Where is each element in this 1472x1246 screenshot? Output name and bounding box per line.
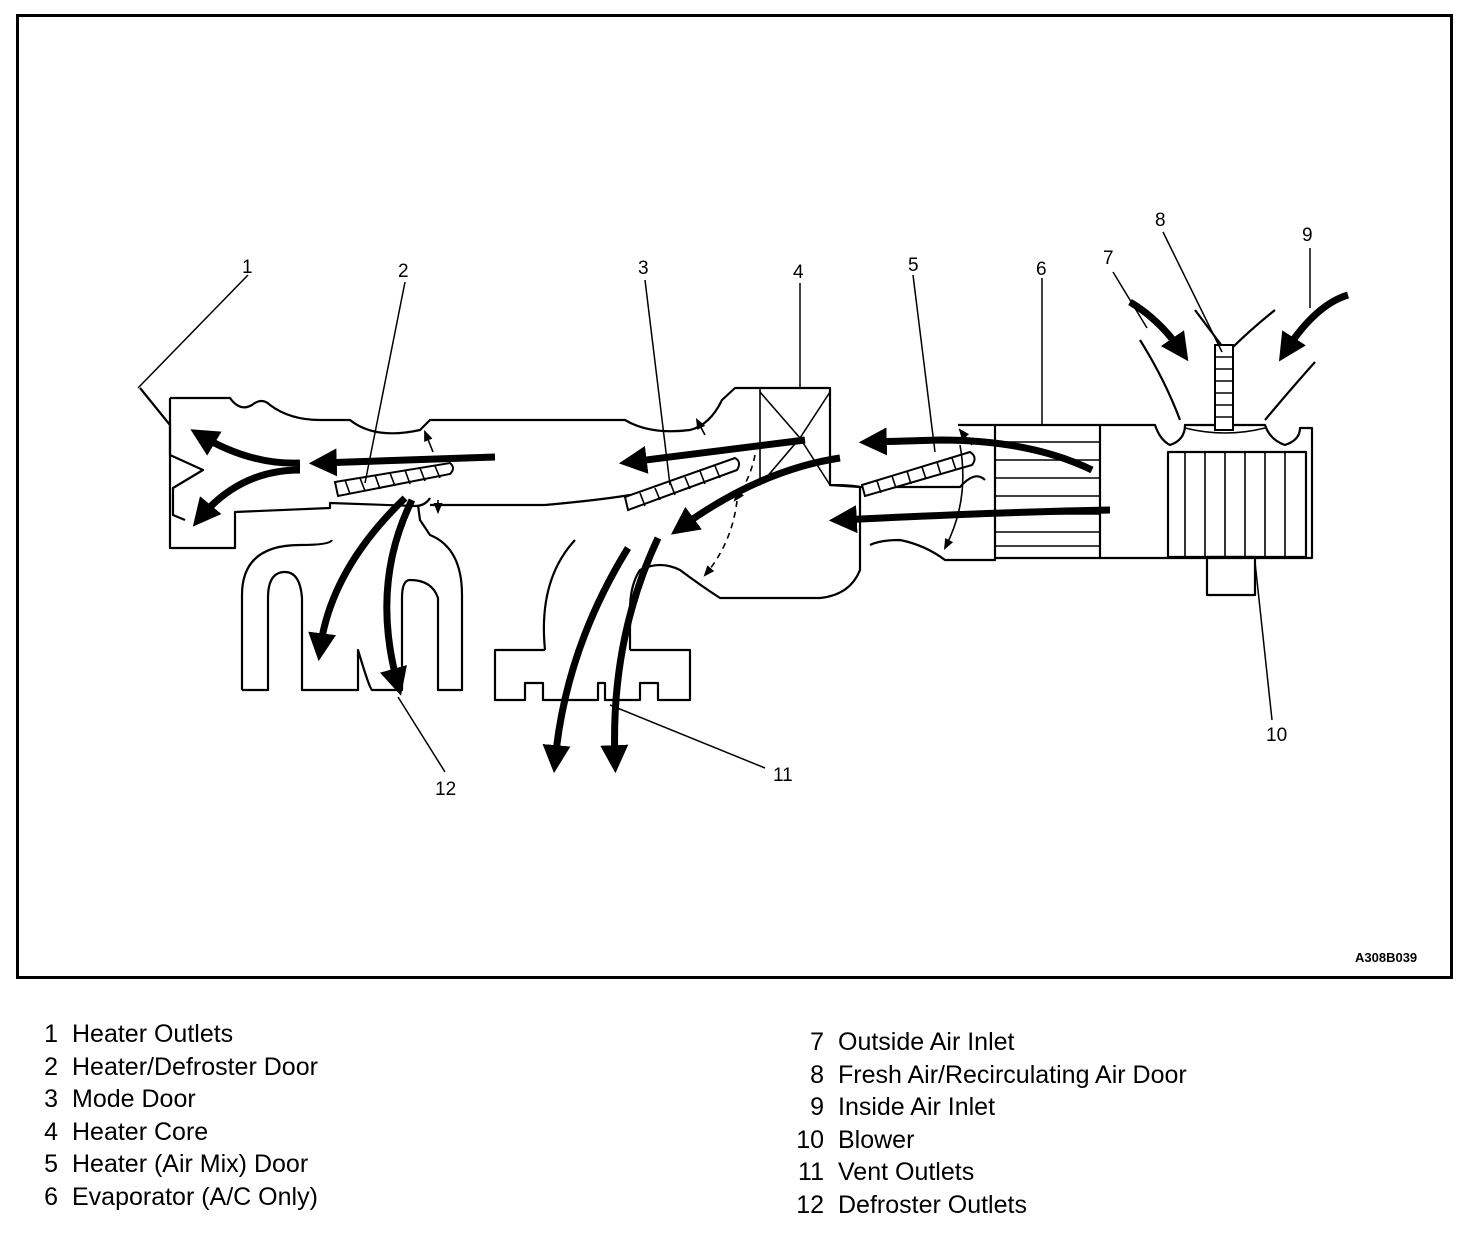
legend-item: 4 Heater Core (18, 1116, 318, 1149)
legend-number: 11 (798, 1158, 824, 1187)
hvac-airflow-diagram: 1 2 3 4 5 6 7 8 9 10 11 12 A308B039 (137, 210, 1417, 965)
legend-label: Evaporator (A/C Only) (72, 1182, 318, 1211)
legend-number: 12 (796, 1190, 824, 1219)
legend-label: Defroster Outlets (838, 1190, 1027, 1219)
legend-item: 5 Heater (Air Mix) Door (18, 1148, 318, 1181)
legend-label: Heater Outlets (72, 1020, 234, 1048)
legend-label: Heater (Air Mix) Door (72, 1150, 309, 1179)
callout-10: 10 (1266, 725, 1287, 746)
legend-item: 8 Fresh Air/Recirculating Air Door (770, 1059, 1187, 1092)
legend-number: 6 (44, 1182, 58, 1211)
legend-item: 6 Evaporator (A/C Only) (18, 1181, 318, 1214)
callout-11: 11 (773, 765, 793, 786)
legend-item: 11 Vent Outlets (770, 1156, 1187, 1189)
callout-1: 1 (242, 257, 253, 278)
legend-label: Vent Outlets (838, 1158, 975, 1187)
legend-number: 8 (810, 1060, 824, 1089)
hvac-case-outline (139, 309, 1316, 650)
fresh-recirc-door (1214, 344, 1234, 431)
leader-lines (137, 231, 1311, 773)
figure-code: A308B039 (1355, 950, 1417, 965)
callout-6: 6 (1036, 259, 1047, 280)
legend-label: Heater Core (72, 1117, 209, 1146)
legend-number: 2 (44, 1052, 58, 1081)
callout-8: 8 (1155, 210, 1166, 231)
legend-item: 10 Blower (770, 1124, 1187, 1157)
legend-label: Fresh Air/Recirculating Air Door (838, 1060, 1187, 1089)
callout-2: 2 (398, 261, 409, 282)
legend-item: 7 Outside Air Inlet (770, 1026, 1187, 1059)
legend-item: 12 Defroster Outlets (770, 1189, 1187, 1222)
legend-number: 4 (44, 1117, 58, 1146)
diagram-frame (16, 14, 1453, 979)
legend-label: Mode Door (72, 1085, 196, 1114)
vent-outlet-ducts (493, 539, 692, 702)
callout-3: 3 (638, 258, 649, 279)
callout-12: 12 (435, 779, 456, 800)
legend-number: 3 (44, 1085, 58, 1114)
legend-number: 9 (810, 1093, 824, 1122)
legend-item: 1 Heater Outlets (18, 1018, 318, 1051)
legend-number: 1 (44, 1020, 58, 1048)
legend-left-column: 1 Heater Outlets 2 Heater/Defroster Door 3… (18, 1018, 318, 1214)
heater-defroster-door (333, 461, 454, 498)
callout-4: 4 (793, 262, 804, 283)
callout-5: 5 (908, 255, 919, 276)
airflow-arrows (190, 291, 1350, 774)
legend-number: 5 (44, 1150, 58, 1179)
air-mix-door (860, 450, 976, 498)
legend-item: 9 Inside Air Inlet (770, 1091, 1187, 1124)
callout-9: 9 (1302, 225, 1313, 246)
legend-number: 10 (796, 1125, 824, 1154)
legend-item: 3 Mode Door (18, 1083, 318, 1116)
legend-label: Heater/Defroster Door (72, 1052, 318, 1081)
callout-labels: 1 2 3 4 5 6 7 8 9 10 11 12 (242, 210, 1313, 800)
callout-7: 7 (1103, 248, 1114, 269)
legend-right-column: 7 Outside Air Inlet 8 Fresh Air/Recirculat… (770, 1026, 1187, 1222)
mode-door (623, 456, 741, 512)
legend-item: 2 Heater/Defroster Door (18, 1051, 318, 1084)
legend-label: Blower (838, 1125, 915, 1154)
legend-label: Outside Air Inlet (838, 1028, 1015, 1056)
defroster-outlet-ducts (240, 504, 464, 692)
legend-number: 7 (810, 1028, 824, 1056)
legend-label: Inside Air Inlet (838, 1093, 996, 1122)
